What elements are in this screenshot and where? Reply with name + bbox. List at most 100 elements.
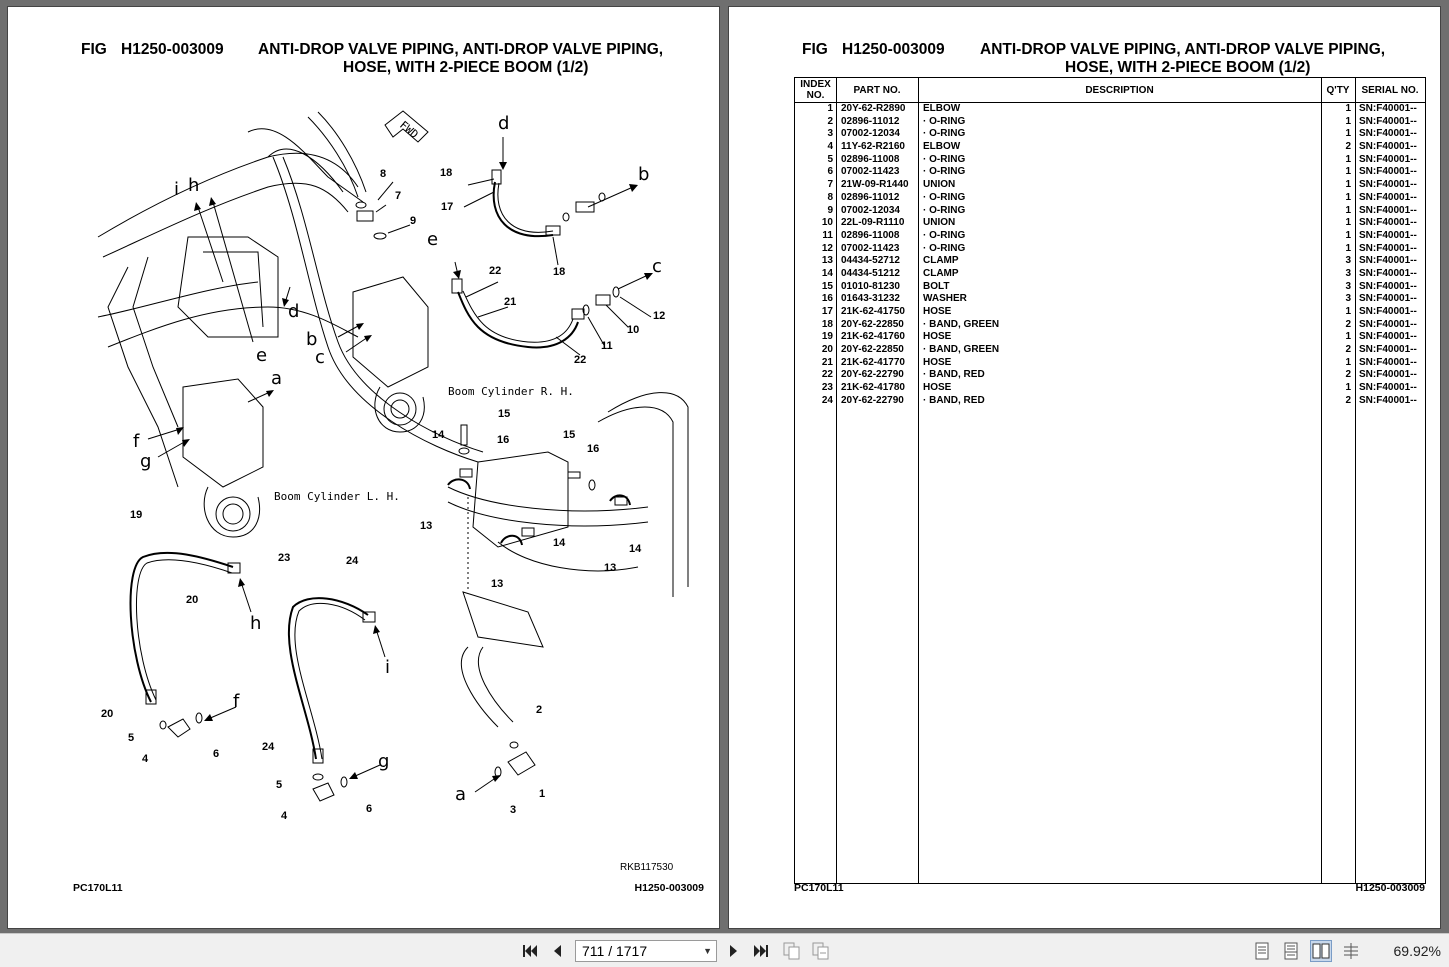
boom-outline <box>97 152 359 238</box>
letter-f: f <box>233 691 240 712</box>
letter-a: a <box>271 368 282 389</box>
hose-19 <box>136 559 233 701</box>
callout-23: 23 <box>278 552 290 564</box>
pipe-run <box>597 406 674 597</box>
clamp-14 <box>459 468 473 478</box>
cell-serial-no: SN:F40001-- <box>1359 369 1417 381</box>
next-page-icon[interactable] <box>722 940 744 962</box>
header-description: DESCRIPTION <box>1085 84 1154 96</box>
last-page-icon[interactable] <box>750 940 772 962</box>
cell-serial-no: SN:F40001-- <box>1359 344 1417 356</box>
letter-d: d <box>288 301 299 322</box>
callout-5: 5 <box>128 732 134 744</box>
callout-16: 16 <box>587 443 599 455</box>
prev-page-icon[interactable] <box>547 940 569 962</box>
pipe-run <box>447 486 649 512</box>
letter-g: g <box>140 451 151 472</box>
cell-qty: 1 <box>1345 242 1351 254</box>
cell-qty: 1 <box>1345 204 1351 216</box>
cell-qty: 1 <box>1345 166 1351 178</box>
letter-c: c <box>315 347 325 368</box>
parts-table: INDEX NO. PART NO. DESCRIPTION Q'TY SERI… <box>794 77 1426 884</box>
continuous-page-icon[interactable] <box>1280 940 1302 962</box>
boom-outline <box>132 256 179 428</box>
cell-part-no: 21K-62-41750 <box>841 306 905 317</box>
o-ring-6 <box>340 776 348 788</box>
zoom-level[interactable]: 69.92% <box>1393 943 1441 959</box>
cell-serial-no: SN:F40001-- <box>1359 255 1417 267</box>
callout-24: 24 <box>262 741 275 753</box>
hose-fitting <box>491 169 502 185</box>
pipe-run <box>607 392 689 587</box>
cell-description: UNION <box>923 217 956 229</box>
diagram-reference: RKB117530 <box>620 862 674 873</box>
letter-f: f <box>133 431 140 452</box>
cell-index: 13 <box>821 255 833 267</box>
callout-1: 1 <box>539 788 545 800</box>
cell-part-no: 20Y-62-22790 <box>841 369 904 381</box>
callout-21: 21 <box>504 296 516 308</box>
cell-part-no: 21K-62-41780 <box>841 382 905 394</box>
letter-i: i <box>174 179 179 200</box>
callouts: 1 2 3 4 4 5 5 6 6 7 8 9 10 11 12 13 13 1… <box>101 167 665 822</box>
cell-serial-no: SN:F40001-- <box>1359 103 1417 114</box>
callout-22: 22 <box>489 265 501 277</box>
cell-qty: 1 <box>1345 179 1351 191</box>
fig-title-line2: HOSE, WITH 2-PIECE BOOM (1/2) <box>343 59 589 76</box>
union-fitting <box>575 201 595 213</box>
cell-description: HOSE <box>923 306 952 317</box>
callout-4: 4 <box>142 753 149 765</box>
callout-24: 24 <box>346 555 359 567</box>
cell-serial-no: SN:F40001-- <box>1359 217 1417 229</box>
fit-width-icon[interactable] <box>810 940 832 962</box>
cell-index: 1 <box>827 103 833 114</box>
cell-description: HOSE <box>923 331 952 343</box>
boom-cylinder-rh-label: Boom Cylinder R. H. <box>448 385 574 398</box>
cell-index: 12 <box>821 242 833 254</box>
footer-model: PC170L11 <box>794 882 844 894</box>
cell-index: 24 <box>821 394 833 406</box>
callout-13: 13 <box>491 578 503 590</box>
cell-qty: 1 <box>1345 306 1351 317</box>
cylinder-lh-eye <box>215 496 251 532</box>
letter-b: b <box>306 329 317 350</box>
page-number-input[interactable]: 711 / 1717 ▼ <box>575 940 717 962</box>
washer-16 <box>458 447 470 455</box>
callout-8: 8 <box>380 168 386 180</box>
cell-description: · O-RING <box>923 191 966 203</box>
elbow-1 <box>507 751 536 776</box>
scroll-mode-icon[interactable] <box>1340 940 1362 962</box>
first-page-icon[interactable] <box>519 940 541 962</box>
clamp-13 <box>609 494 631 506</box>
two-page-icon[interactable] <box>1310 940 1332 962</box>
cylinder-rh-eye <box>390 399 410 419</box>
callout-14: 14 <box>553 537 566 549</box>
chevron-down-icon[interactable]: ▼ <box>703 946 712 956</box>
cell-qty: 3 <box>1345 280 1351 292</box>
letter-e: e <box>256 345 267 366</box>
hose-fitting <box>451 278 463 294</box>
cell-index: 18 <box>821 318 833 330</box>
boom-cylinder-lh-label: Boom Cylinder L. H. <box>274 490 400 503</box>
cell-serial-no: SN:F40001-- <box>1359 141 1417 153</box>
cylinder-rh-outline <box>352 276 429 388</box>
right-page: FIG H1250-003009 ANTI-DROP VALVE PIPING,… <box>728 6 1441 929</box>
cell-part-no: 02896-11012 <box>841 191 900 203</box>
clamp-13 <box>500 534 523 546</box>
cell-part-no: 11Y-62-R2160 <box>841 141 905 153</box>
cell-serial-no: SN:F40001-- <box>1359 115 1417 127</box>
fit-page-icon[interactable] <box>781 940 803 962</box>
hose-17 <box>497 182 554 233</box>
cylinder-rh-outline <box>374 386 425 433</box>
cell-serial-no: SN:F40001-- <box>1359 293 1417 305</box>
cell-qty: 1 <box>1345 217 1351 229</box>
single-page-icon[interactable] <box>1251 940 1273 962</box>
callout-6: 6 <box>366 803 372 815</box>
cell-index: 5 <box>827 153 833 165</box>
